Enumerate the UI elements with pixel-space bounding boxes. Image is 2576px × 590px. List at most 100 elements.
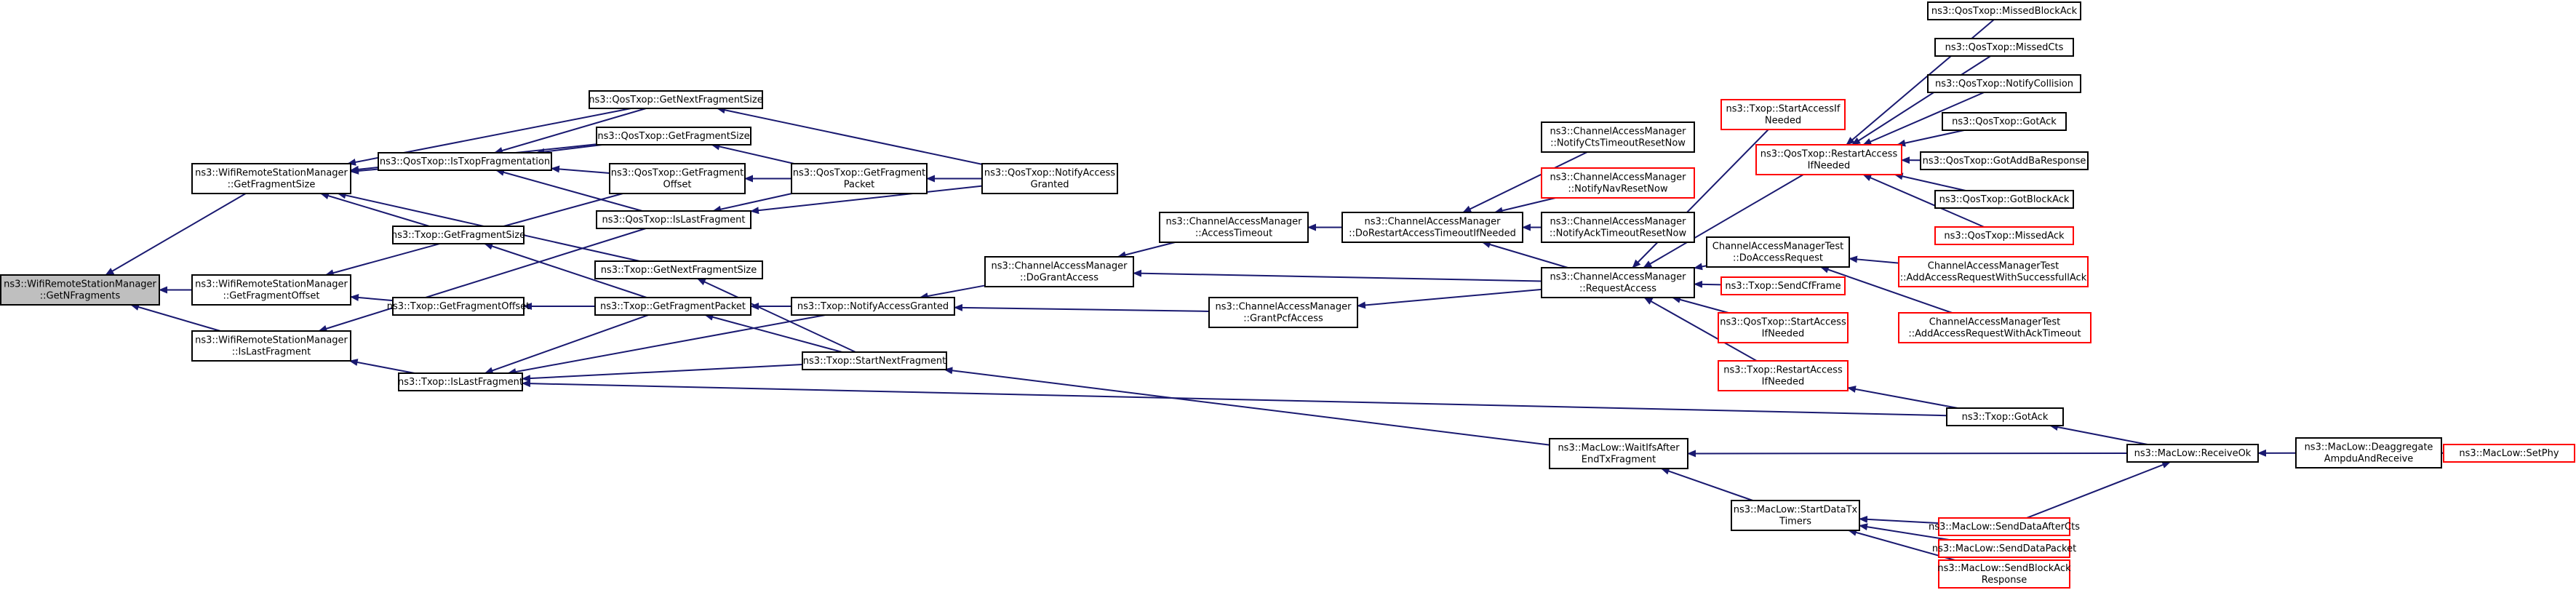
node-box	[981, 163, 1118, 194]
node-label: Timers	[1779, 517, 1811, 527]
node-box	[1341, 212, 1523, 243]
edge-line	[954, 303, 1210, 312]
edge-line	[318, 228, 647, 332]
node-txopGetNextFragSize[interactable]: ns3::Txop::GetNextFragmentSize	[594, 260, 763, 279]
node-isLastFrag[interactable]: ns3::WifiRemoteStationManager::IsLastFra…	[191, 330, 351, 362]
node-camTestDoReq[interactable]: ChannelAccessManagerTest::DoAccessReques…	[1706, 236, 1850, 268]
edge-line	[1494, 197, 1556, 215]
edge-macSendAfterCts-to-macReceiveOk	[2026, 461, 2172, 519]
node-qosGetFragOffset[interactable]: ns3::QosTxop::GetFragmentOffset	[609, 163, 746, 194]
node-txopGotAck[interactable]: ns3::Txop::GotAck	[1946, 407, 2064, 426]
edge-line	[1851, 55, 1991, 145]
node-box	[1920, 151, 2089, 170]
node-qosNotifyCollision[interactable]: ns3::QosTxop::NotifyCollision	[1927, 74, 2081, 93]
node-qosGetFragSize[interactable]: ns3::QosTxop::GetFragmentSize	[596, 127, 751, 145]
node-macReceiveOk[interactable]: ns3::MacLow::ReceiveOk	[2126, 444, 2259, 463]
node-qosMissedBlockAck[interactable]: ns3::QosTxop::MissedBlockAck	[1927, 1, 2081, 20]
edge-txopStartAccess-to-camRequest	[1632, 129, 1769, 268]
node-label: ns3::QosTxop::NotifyCollision	[1935, 79, 2073, 89]
node-macSendPacket[interactable]: ns3::MacLow::SendDataPacket	[1932, 539, 2076, 558]
node-txopGetFragOffset[interactable]: ns3::Txop::GetFragmentOffset	[387, 297, 530, 316]
node-txopGetFragSize[interactable]: ns3::Txop::GetFragmentSize	[391, 226, 525, 244]
node-label: ns3::MacLow::SetPhy	[2459, 448, 2559, 459]
edge-line	[1133, 269, 1542, 282]
node-root[interactable]: ns3::WifiRemoteStationManager::GetNFragm…	[0, 274, 160, 306]
node-macSetPhy[interactable]: ns3::MacLow::SetPhy	[2443, 444, 2575, 463]
edge-line	[711, 143, 794, 164]
node-txopSendCf[interactable]: ns3::Txop::SendCfFrame	[1720, 276, 1846, 295]
node-label: ::AddAccessRequestWithAckTimeout	[1908, 329, 2081, 340]
node-label: ::NotifyNavResetNow	[1568, 184, 1668, 195]
node-txopGetFragPacket[interactable]: ns3::Txop::GetFragmentPacket	[594, 297, 751, 316]
edge-line	[484, 314, 649, 375]
edge-qosNotifyAccess-to-qosIsLast	[750, 185, 983, 215]
node-txopNotifyAccess[interactable]: ns3::Txop::NotifyAccessGranted	[791, 297, 955, 316]
node-getFragOffset[interactable]: ns3::WifiRemoteStationManager::GetFragme…	[191, 274, 351, 306]
edge-line	[522, 364, 803, 383]
node-label: ::GetFragmentSize	[228, 180, 316, 191]
node-box	[1731, 500, 1860, 531]
node-label: ns3::QosTxop::NotifyAccess	[984, 168, 1115, 179]
node-getFragSize[interactable]: ns3::WifiRemoteStationManager::GetFragme…	[191, 163, 351, 194]
node-camDoRestart[interactable]: ns3::ChannelAccessManager::DoRestartAcce…	[1341, 212, 1523, 243]
edge-line	[2026, 461, 2172, 519]
edge-txopIsLast-to-isLastFrag	[348, 359, 415, 374]
node-label: ns3::ChannelAccessManager	[992, 261, 1128, 272]
node-camGrantPcf[interactable]: ns3::ChannelAccessManager::GrantPcfAcces…	[1208, 297, 1358, 328]
node-qosIsTxop[interactable]: ns3::QosTxop::IsTxopFragmentation	[378, 152, 552, 171]
node-qosIsLast[interactable]: ns3::QosTxop::IsLastFragment	[596, 210, 751, 229]
node-label: ns3::QosTxop::MissedBlockAck	[1931, 6, 2078, 17]
edge-line	[1862, 92, 1985, 145]
edge-txopStartNext-to-txopGetFragPacket	[704, 314, 842, 353]
node-box	[1934, 226, 2074, 245]
edge-line	[1357, 288, 1542, 309]
node-box	[1541, 121, 1695, 153]
node-label: Response	[1982, 575, 2027, 586]
node-macSendAfterCts[interactable]: ns3::MacLow::SendDataAfterCts	[1929, 517, 2080, 536]
node-qosMissedAck[interactable]: ns3::QosTxop::MissedAck	[1934, 226, 2074, 245]
node-box	[1898, 256, 2089, 287]
node-label: IfNeeded	[1808, 161, 1851, 172]
node-camNotifyCts[interactable]: ns3::ChannelAccessManager::NotifyCtsTime…	[1541, 121, 1695, 153]
node-camNotifyAck[interactable]: ns3::ChannelAccessManager::NotifyAckTime…	[1541, 212, 1695, 243]
node-label: ::GetFragmentOffset	[223, 291, 319, 302]
node-label: ::IsLastFragment	[232, 347, 311, 358]
node-box	[2443, 444, 2575, 463]
node-txopStartNext[interactable]: ns3::Txop::StartNextFragment	[802, 351, 947, 370]
node-qosGotBlockAck[interactable]: ns3::QosTxop::GotBlockAck	[1934, 190, 2074, 209]
node-qosGotAddBa[interactable]: ns3::QosTxop::GotAddBaResponse	[1920, 151, 2089, 170]
node-label: Offset	[663, 180, 691, 191]
node-qosGetNextFragSize[interactable]: ns3::QosTxop::GetNextFragmentSize	[589, 90, 763, 109]
node-box	[0, 274, 160, 306]
edge-line	[350, 167, 379, 175]
node-camDoGrant[interactable]: ns3::ChannelAccessManager::DoGrantAccess	[984, 256, 1134, 287]
node-camRequest[interactable]: ns3::ChannelAccessManager::RequestAccess	[1541, 267, 1695, 298]
node-qosGetFragPacket[interactable]: ns3::QosTxop::GetFragmentPacket	[791, 163, 928, 194]
node-label: ::GrantPcfAccess	[1243, 314, 1323, 324]
node-camTestAddTimeout[interactable]: ChannelAccessManagerTest::AddAccessReque…	[1898, 312, 2091, 343]
node-qosMissedCts[interactable]: ns3::QosTxop::MissedCts	[1934, 38, 2074, 57]
node-box	[1208, 297, 1358, 328]
edge-line	[350, 294, 394, 302]
node-camTestAddSucc[interactable]: ChannelAccessManagerTest::AddAccessReque…	[1898, 256, 2089, 287]
node-box	[378, 152, 552, 171]
edge-macWaitIfs-to-txopStartNext	[944, 367, 1550, 446]
edge-camDoGrant-to-txopNotifyAccess	[919, 284, 986, 300]
edge-camTestDoReq-to-camRequest	[1694, 263, 1707, 271]
node-qosGotAck[interactable]: ns3::QosTxop::GotAck	[1942, 112, 2067, 131]
node-label: ns3::QosTxop::MissedAck	[1944, 231, 2065, 242]
node-camNotifyNav[interactable]: ns3::ChannelAccessManager::NotifyNavRese…	[1541, 167, 1695, 199]
node-qosNotifyAccess[interactable]: ns3::QosTxop::NotifyAccessGranted	[981, 163, 1118, 194]
node-label: ns3::QosTxop::GetFragment	[611, 168, 743, 179]
node-camAccessTimeout[interactable]: ns3::ChannelAccessManager::AccessTimeout	[1159, 212, 1309, 243]
node-txopIsLast[interactable]: ns3::Txop::IsLastFragment	[398, 372, 523, 391]
